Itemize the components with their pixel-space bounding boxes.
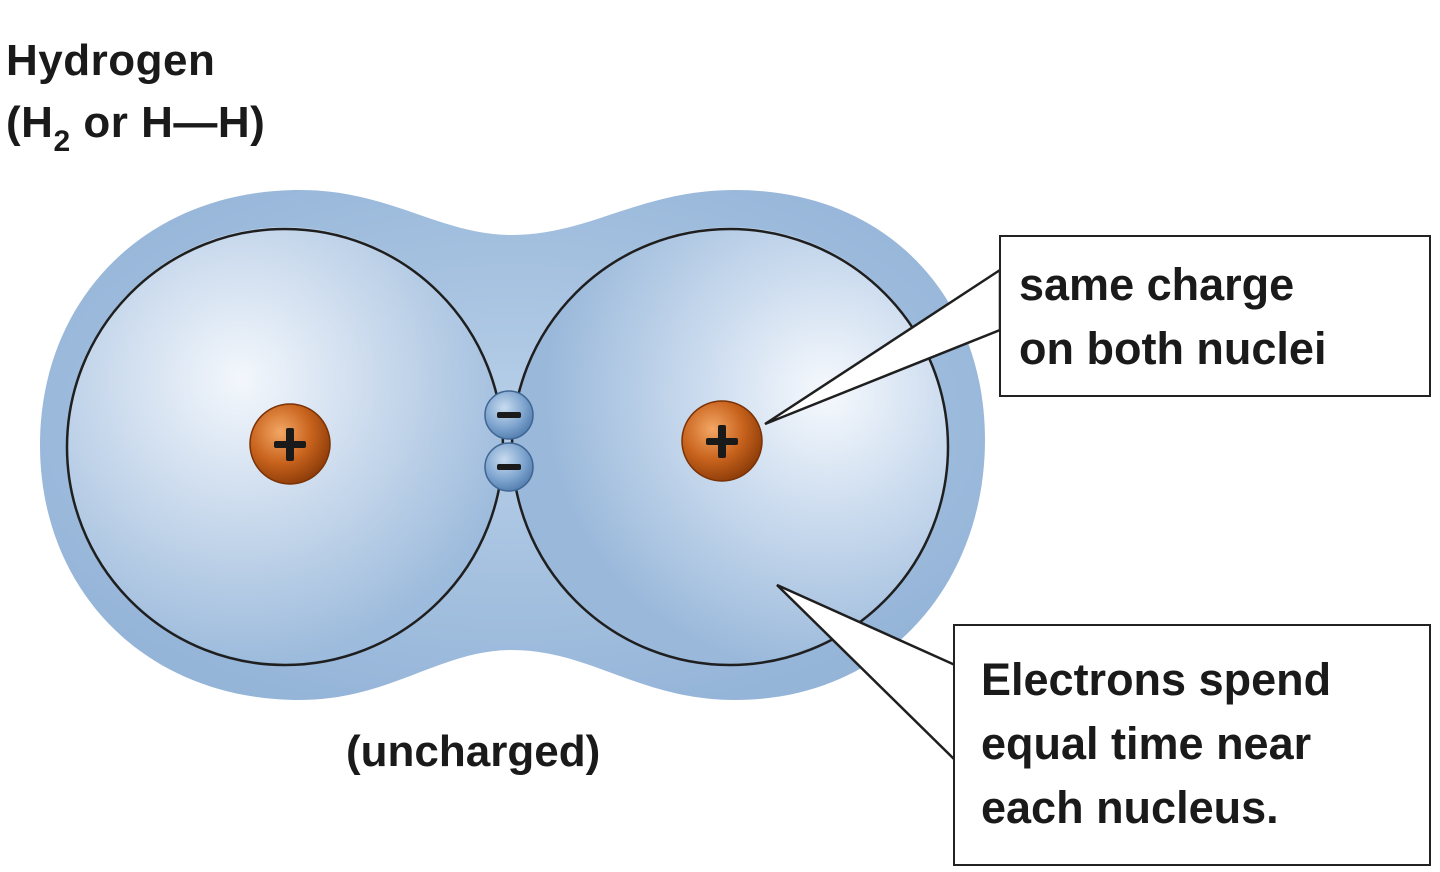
title-formula-rest: or H—H) [70, 98, 266, 147]
title-formula-subscript: 2 [53, 125, 71, 158]
right-nucleus [681, 400, 763, 482]
callout-electrons-line-1: Electrons spend [981, 654, 1332, 705]
title-line-2: (H2 or H—H) [6, 92, 265, 159]
callout-electrons-line-3: each nucleus. [981, 782, 1279, 833]
figure-title: Hydrogen (H2 or H—H) [6, 30, 265, 159]
callout-electrons-line-2: equal time near [981, 718, 1312, 769]
callout-same-charge: same charge on both nuclei [999, 235, 1431, 397]
callout-same-charge-line-2: on both nuclei [1019, 323, 1327, 374]
callout-electrons-equal-time: Electrons spend equal time near each nuc… [953, 624, 1431, 866]
title-line-1: Hydrogen [6, 36, 216, 85]
left-nucleus [249, 403, 331, 485]
shared-electron-top [484, 390, 534, 440]
uncharged-label: (uncharged) [346, 727, 601, 776]
shared-electron-bottom [484, 442, 534, 492]
callout-same-charge-line-1: same charge [1019, 259, 1295, 310]
title-formula-open: (H [6, 98, 54, 147]
